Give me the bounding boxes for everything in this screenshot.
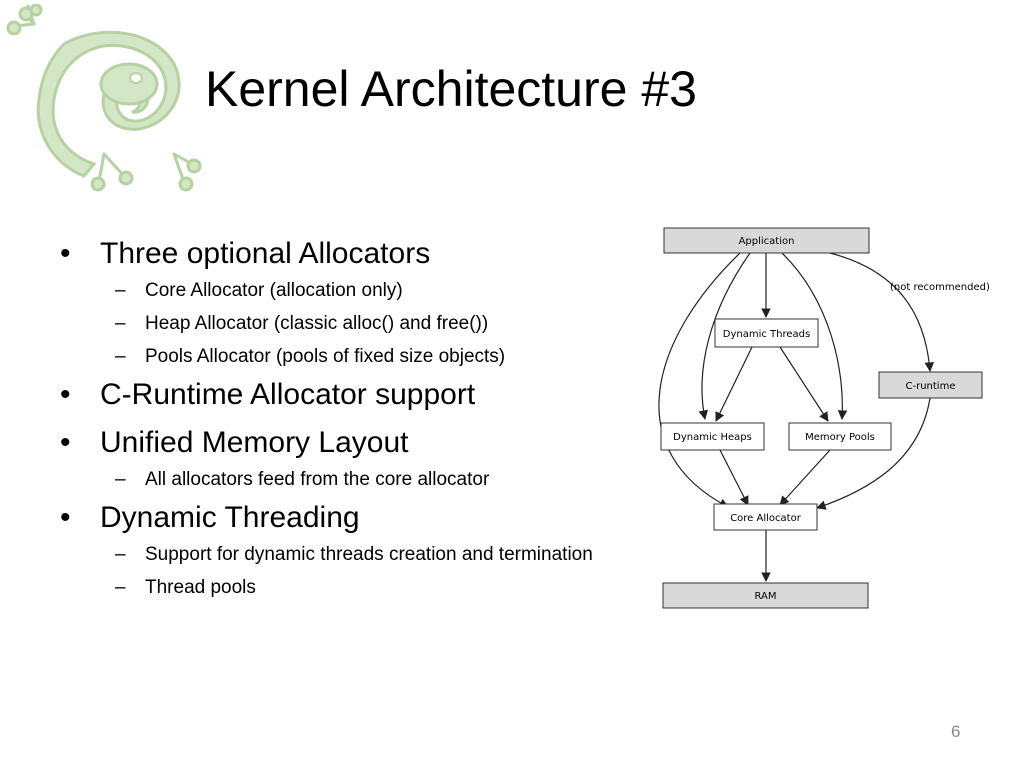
edge-c-runtime-core-allocator [816,397,931,510]
node-label: Dynamic Heaps [673,432,752,443]
sub-bullet-item: –Core Allocator (allocation only) [115,280,403,301]
bullet-item: •Unified Memory Layout [60,426,409,459]
page-number: 6 [951,722,961,741]
diagram-edges [658,252,935,582]
slide-title: Kernel Architecture #3 [205,61,697,117]
sub-bullet-group: –All allocators feed from the core alloc… [60,467,600,493]
bullet-text: Unified Memory Layout [100,426,409,459]
sub-bullet-group: –Core Allocator (allocation only) –Heap … [60,278,600,370]
node-label: Memory Pools [805,432,875,443]
node-dynamic-heaps: Dynamic Heaps [660,422,765,451]
edge-application-core-allocator [658,252,741,508]
node-core-allocator: Core Allocator [713,503,818,531]
node-label: C-runtime [906,381,956,392]
bullet-item: •Three optional Allocators [60,237,431,270]
node-label: Application [739,236,795,247]
node-label: Dynamic Threads [723,329,810,340]
node-dynamic-threads: Dynamic Threads [714,318,819,348]
edge-application-dynamic-heaps [698,252,751,420]
sub-bullet-item: –Pools Allocator (pools of fixed size ob… [115,346,506,367]
sub-bullet-text: Support for dynamic threads creation and… [145,544,593,565]
sub-bullet-item: –Support for dynamic threads creation an… [115,544,593,565]
bullet-text: C-Runtime Allocator support [100,378,476,411]
bullet-text: Three optional Allocators [100,237,431,270]
not-recommended-label: (not recommended) [890,282,990,293]
bullet-item: •C-Runtime Allocator support [60,378,476,411]
sub-bullet-text: Thread pools [145,577,256,598]
node-memory-pools: Memory Pools [788,422,892,451]
sub-bullet-item: –All allocators feed from the core alloc… [115,469,490,490]
sub-bullet-group: –Support for dynamic threads creation an… [60,542,600,601]
sub-bullet-text: Pools Allocator (pools of fixed size obj… [145,346,506,367]
bullet-text: Dynamic Threading [100,501,360,534]
node-label: RAM [754,591,776,602]
gecko-logo-icon [6,4,202,192]
node-application: Application [663,227,870,254]
node-c-runtime: C-runtime [878,371,983,399]
memory-architecture-diagram: (not recommended) Application Dynamic Th… [658,227,990,609]
sub-bullet-item: –Thread pools [115,577,256,598]
edge-dynamic-heaps-core-allocator [719,449,749,506]
edge-dynamic-threads-dynamic-heaps [715,346,753,422]
bullet-list: •Three optional Allocators –Core Allocat… [60,236,600,608]
sub-bullet-item: –Heap Allocator (classic alloc() and fre… [115,313,489,334]
edge-application-c-runtime [829,252,935,372]
node-ram: RAM [662,582,869,609]
node-label: Core Allocator [730,513,802,524]
sub-bullet-text: Core Allocator (allocation only) [145,280,403,301]
edge-dynamic-threads-memory-pools [779,346,829,422]
edge-application-memory-pools [781,252,848,420]
bullet-item: •Dynamic Threading [60,501,360,534]
sub-bullet-text: Heap Allocator (classic alloc() and free… [145,313,489,334]
sub-bullet-text: All allocators feed from the core alloca… [145,469,490,490]
edge-memory-pools-core-allocator [779,449,831,506]
